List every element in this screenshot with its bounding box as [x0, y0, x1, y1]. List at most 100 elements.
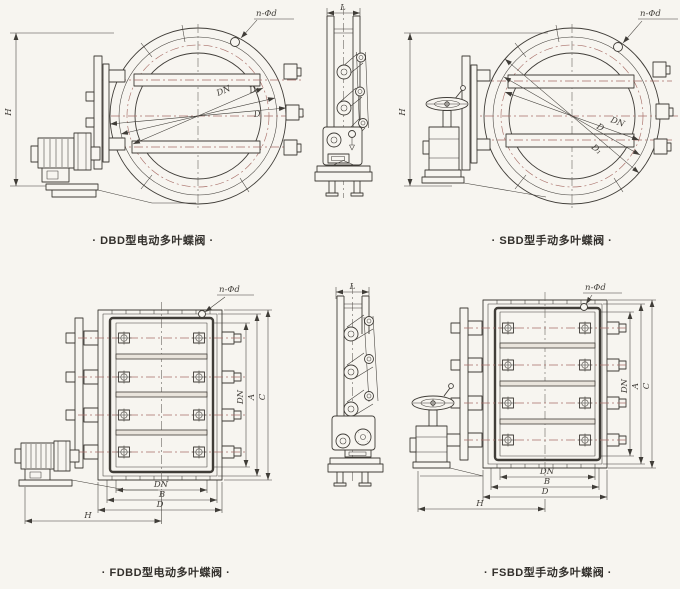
fsbd-support-gusset: [420, 467, 484, 477]
dbd-side-nozzles: [283, 63, 304, 156]
fsbd-door-frame: [493, 306, 602, 462]
dbd-base-plate: [45, 183, 99, 191]
sidebot-base-plate-1: [329, 457, 381, 465]
sidetop-rails: [326, 15, 361, 127]
dbd-caption: · DBD型电动多叶蝶阀 ·: [92, 233, 213, 247]
sidetop-base-plate-1: [316, 165, 371, 173]
sidetop-hat-mark: [330, 160, 357, 167]
sidebot-flange-boss-bolts: [358, 432, 368, 442]
fdbd-bolt-label: n-Φd: [219, 285, 240, 295]
fdbd-blade-strip-1: [115, 353, 208, 360]
fsbd-bolt-leader: [585, 294, 593, 305]
fdbd-base-plate: [18, 479, 73, 487]
fdbd-dim-a-label: A: [247, 394, 257, 401]
fsbd-gearbox-lines: [416, 436, 447, 453]
fsbd-pivot-bolt: [577, 433, 593, 447]
fsbd-handwheel-spokes: [413, 399, 453, 407]
dbd-dim-d-label: D: [252, 109, 261, 120]
dbd-dim-d1-label: D₁: [247, 84, 260, 96]
sbd-side-nozzles: [652, 61, 674, 155]
fdbd-mount-plate: [74, 317, 84, 469]
fsbd-pivot-bolt: [500, 396, 516, 410]
sidetop-base-plate-2: [314, 171, 373, 182]
sidetop-foot-right: [350, 192, 364, 197]
fsbd-stem: [428, 409, 438, 427]
sidetop-shaft-boss: [326, 132, 342, 148]
sidebot-slot: [344, 449, 372, 458]
sbd-dim-h-ext-lines: [404, 32, 548, 187]
fdbd-left-stubs: [65, 332, 76, 421]
fdbd-right-dimensions: DN A C: [214, 309, 272, 481]
sidebot-shaft-hub-1: [343, 326, 359, 342]
sidebot-foot-right: [358, 482, 372, 487]
sidebot-flange-boss: [354, 428, 372, 446]
fdbd-dim-b-label: B: [158, 490, 165, 500]
fsbd-bolt-hole: [580, 303, 588, 311]
sidebot-link-pin-1: [364, 316, 374, 326]
dbd-electric-actuator: [30, 55, 196, 204]
sbd-bracket-lower: [476, 138, 491, 151]
sbd-flange-ticks: [514, 24, 624, 193]
dbd-bracket-lower: [108, 137, 126, 151]
dbd-mount-plate-2: [102, 63, 110, 163]
fsbd-pivot-bolt: [500, 321, 516, 335]
fsbd-bottom-dimensions: DN B D H: [417, 467, 608, 512]
fsbd-pivot-bolt: [577, 396, 593, 410]
fsbd-dim-c-label: C: [642, 382, 652, 389]
dbd-mount-plate: [93, 55, 103, 170]
dbd-junction-box-inner: [46, 170, 59, 180]
fsbd-left-lugs: [467, 320, 483, 448]
dbd-gear-housing: [73, 132, 92, 171]
dbd-bolt-leader: [240, 19, 258, 39]
fdbd-pivot-bolt: [191, 408, 207, 422]
fsbd-pivot-bolt: [577, 358, 593, 372]
sidetop-gear-body: [322, 126, 363, 166]
sidetop-slot-inner: [331, 156, 345, 161]
sbd-handwheel-hub: [444, 101, 450, 107]
sidebot-shaft-boss-bore: [339, 437, 347, 445]
sidebot-shaft-hub-2: [343, 364, 359, 380]
sidebot-foot-left: [333, 482, 347, 487]
sidebot-crossbars: [344, 303, 362, 309]
sidebot-leg-left: [336, 471, 344, 484]
fdbd-outer-frame-inner-line: [102, 313, 218, 477]
sbd-manual-actuator: [421, 55, 547, 198]
dbd-pedestal: [51, 189, 97, 198]
fdbd-bolt-leader: [204, 296, 226, 313]
fdbd-dim-dn-v-label: DN: [236, 389, 246, 405]
fsbd-dim-dn-v-label: DN: [620, 378, 630, 394]
fsbd-pivot-bolt: [500, 358, 516, 372]
sidebot-gear-body: [331, 415, 376, 451]
dbd-dim-h-label: H: [4, 108, 14, 117]
dbd-gear-housing-lines: [77, 133, 87, 170]
fdbd-dim-dn-label: DN: [153, 480, 169, 490]
sbd-dim-d1-line: [504, 58, 640, 174]
fdbd-left-lugs: [83, 330, 99, 460]
fsbd-dim-d-label: D: [541, 487, 549, 497]
sbd-bolt-hole: [613, 42, 623, 52]
fdbd-outer-frame: [97, 309, 223, 481]
fsbd-mount-plate: [459, 307, 469, 461]
fsbd-manual-actuator: [409, 383, 484, 477]
fsbd-pivot-bolt: [500, 433, 516, 447]
sidebot-link-plates: [346, 314, 374, 416]
dbd-bolt-label: n-Φd: [256, 9, 277, 19]
fdbd-gear-housing: [53, 440, 71, 472]
sbd-bolt-label: n-Φd: [640, 9, 661, 19]
dbd-motor-fins: [43, 139, 69, 167]
sbd-mount-plate-2: [470, 64, 478, 164]
fdbd-gear-housing-lines: [57, 441, 67, 471]
fsbd-frame-ticks: [496, 300, 596, 468]
sbd-support-gusset: [463, 182, 547, 198]
dbd-bracket-upper: [108, 69, 126, 83]
drawing-dbd-front-view: H DN D₁ D n-Φd: [4, 9, 304, 247]
sidebot-slot-inner: [348, 451, 367, 456]
fdbd-pivot-bolt: [191, 445, 207, 459]
sidetop-dim-l-label: L: [339, 3, 346, 13]
fsbd-dim-a-label: A: [631, 383, 641, 390]
fdbd-pivot-bolt: [116, 445, 132, 459]
fdbd-bottom-dimensions: DN B D H: [24, 480, 223, 524]
fsbd-gearbox: [415, 425, 448, 463]
fdbd-bolt-hole: [198, 310, 206, 318]
dbd-stub-lower: [85, 117, 95, 128]
